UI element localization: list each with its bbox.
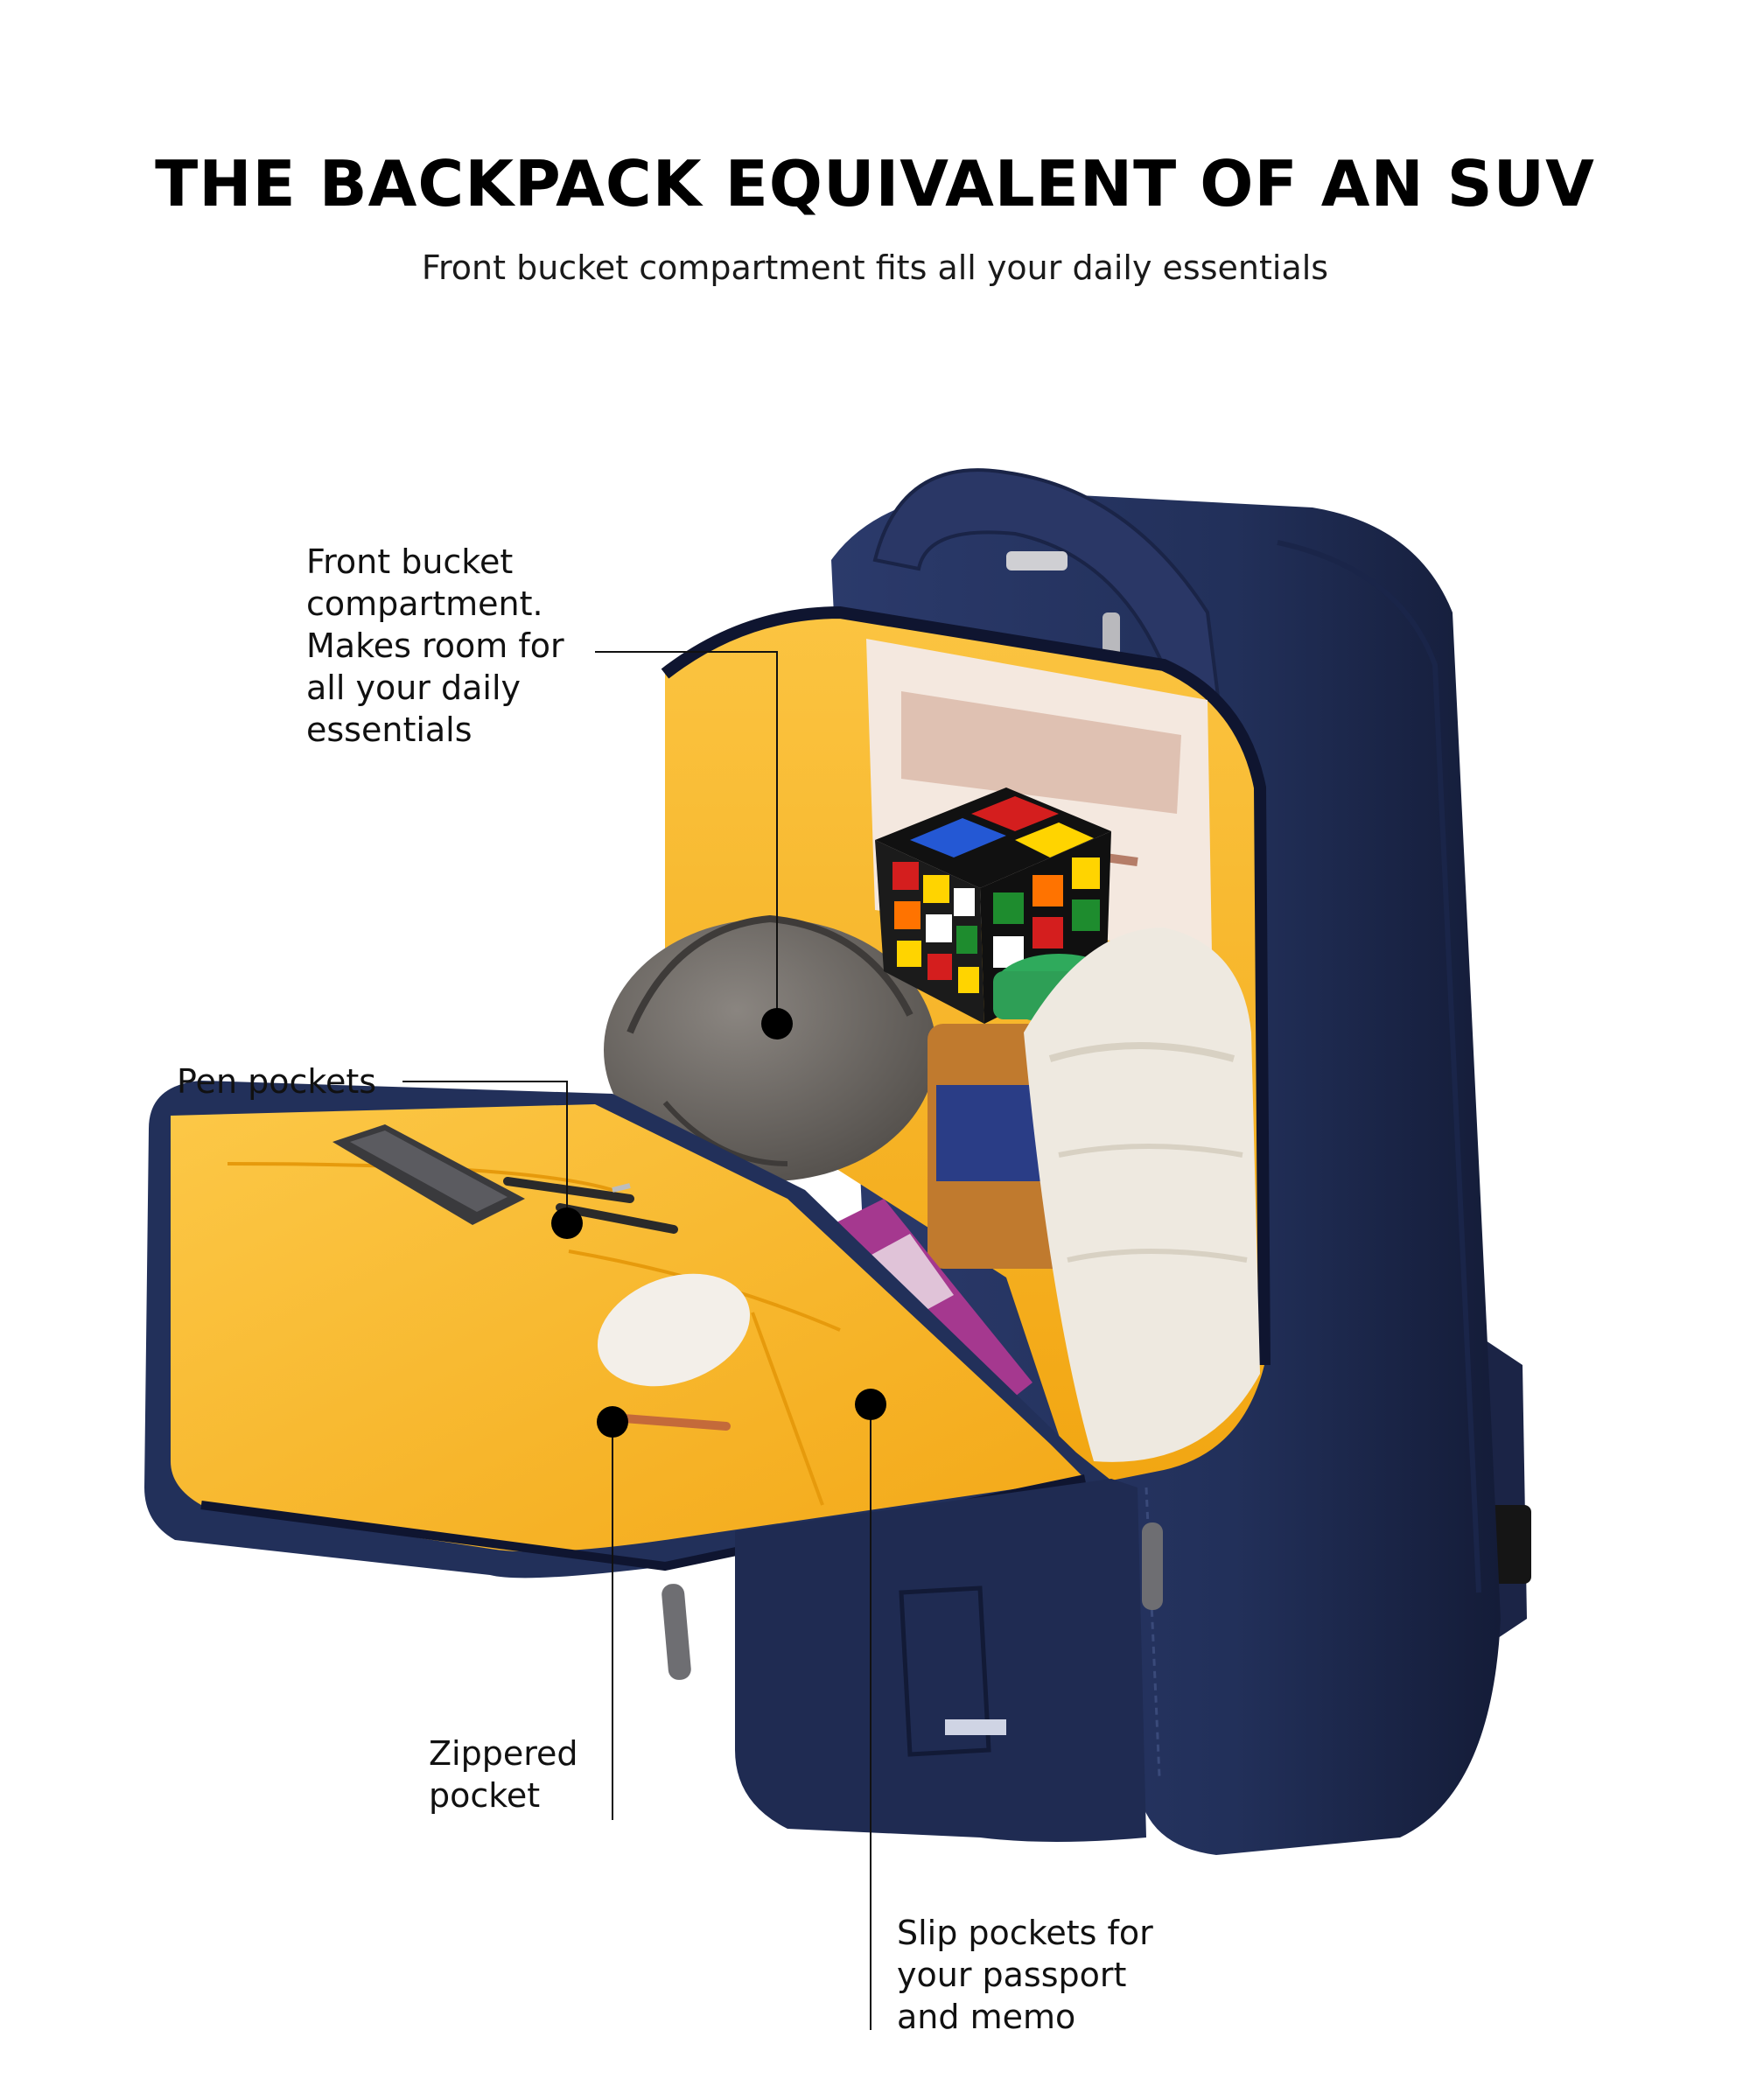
- callout-slip-pockets: Slip pockets for your passport and memo: [897, 1912, 1153, 2038]
- callout-line: pocket: [429, 1776, 541, 1815]
- callout-line: all your daily: [306, 668, 522, 707]
- callout-line: Front bucket: [306, 542, 514, 581]
- zipper-pull-icon: [608, 1413, 1163, 1680]
- callout-line: Pen pockets: [177, 1062, 377, 1101]
- callout-pen-pockets: Pen pockets: [177, 1060, 376, 1102]
- towel-icon: [1024, 928, 1260, 1462]
- pen-icon: [503, 1177, 678, 1234]
- callout-dot-slip-pockets: [855, 1389, 886, 1420]
- handle-clip-icon: [1006, 551, 1068, 570]
- callout-zippered-pocket: Zippered pocket: [429, 1732, 578, 1816]
- callout-line: Makes room for: [306, 626, 564, 665]
- callout-leader-pen-pockets: [402, 1081, 583, 1239]
- brand-mark-icon: [945, 1719, 1006, 1735]
- callout-line: Slip pockets for: [897, 1914, 1153, 1952]
- callout-line: essentials: [306, 710, 472, 749]
- callout-line: compartment.: [306, 584, 543, 623]
- callout-dot-pen-pockets: [551, 1208, 583, 1239]
- front-panel: [735, 1479, 1146, 1842]
- callout-dot-front-bucket: [761, 1008, 793, 1040]
- callout-dot-zippered-pocket: [597, 1406, 628, 1438]
- callout-line: your passport: [897, 1956, 1127, 1994]
- phone-icon: [332, 1124, 525, 1225]
- neck-pillow-icon: [604, 914, 936, 1181]
- callout-front-bucket: Front bucket compartment. Makes room for…: [306, 541, 564, 751]
- page-title: THE BACKPACK EQUIVALENT OF AN SUV: [155, 147, 1595, 220]
- page-subtitle: Front bucket compartment fits all your d…: [421, 248, 1329, 287]
- callout-leader-slip-pockets: [855, 1389, 886, 2030]
- callout-leader-zippered-pocket: [597, 1406, 628, 1820]
- earbuds-case-icon: [597, 1273, 751, 1387]
- callout-leader-front-bucket: [595, 651, 793, 1040]
- callout-line: Zippered: [429, 1734, 578, 1773]
- callout-line: and memo: [897, 1998, 1076, 2036]
